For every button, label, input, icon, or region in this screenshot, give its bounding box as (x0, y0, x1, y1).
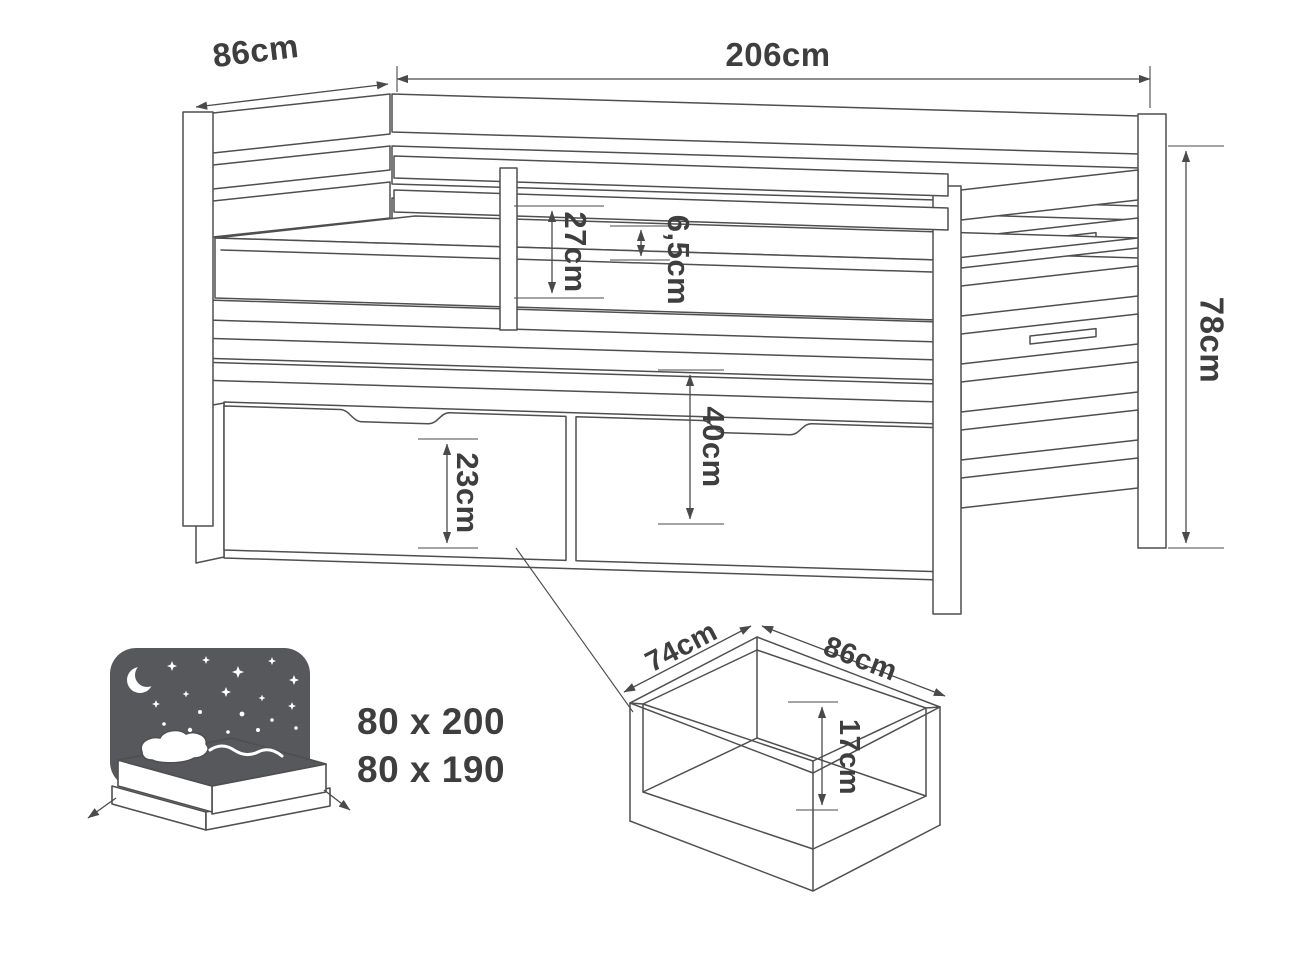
foot-panel-slats (960, 169, 1139, 509)
foot-slat (960, 457, 1139, 509)
mattress-size-icon: 80 x 200 80 x 190 (87, 648, 505, 831)
dimension-trundle-height: 40cm (658, 369, 731, 525)
dim-bed-depth-label: 86cm (210, 27, 300, 74)
dim-slat-label: 6,5cm (661, 215, 696, 305)
foot-slat (960, 409, 1139, 461)
foot-slat (960, 361, 1139, 413)
guard-rail-board (393, 155, 949, 197)
pull-out-arrow-icon (87, 797, 117, 819)
foot-slat (960, 265, 1139, 317)
back-board-top (391, 93, 1141, 155)
mattress-size-1-label: 80 x 200 (357, 701, 505, 742)
arrow-line (195, 81, 389, 110)
dimension-slat: 6,5cm (610, 215, 696, 305)
pillow-icon (140, 729, 209, 764)
foot-back-post (1137, 113, 1167, 549)
drawer-detail-leader-line (515, 547, 634, 713)
foot-front-post (932, 185, 962, 615)
guard-rail-post (499, 167, 518, 331)
dimension-guard-rail: 27cm (514, 205, 604, 299)
mattress-edge-line (220, 249, 933, 273)
dim-drawer-height-label: 17cm (833, 719, 865, 795)
stars-icon (152, 656, 299, 734)
foot-slot-cutout (1029, 327, 1097, 345)
head-front-post (182, 111, 214, 527)
dimension-bed-height: 78cm (1168, 145, 1230, 549)
arm-top-board (184, 93, 391, 157)
drawer-inner-floor (642, 737, 927, 850)
dim-drawer-front-label: 23cm (450, 452, 485, 533)
dimension-bed-length: 206cm (396, 36, 1151, 108)
rim-thickness (925, 706, 941, 709)
drawer-front-left (223, 405, 567, 562)
dimension-bed-depth: 86cm (195, 27, 389, 110)
drawer-front-right (575, 415, 941, 573)
dim-bed-height-label: 78cm (1193, 297, 1230, 383)
dim-trundle-label: 40cm (696, 406, 731, 487)
crescent-moon-icon (127, 663, 159, 693)
pull-out-arrow-icon (323, 789, 351, 811)
trundle-frame (196, 337, 942, 403)
arrow-line (761, 625, 946, 697)
drawer-detail-drawing: 74cm 86cm 17cm (623, 615, 946, 892)
dimension-drawer-height: 17cm (788, 701, 865, 811)
foot-slat (960, 313, 1139, 365)
drawer-bottom-edges (629, 820, 941, 892)
bed-icon (87, 729, 351, 831)
dim-bed-length-label: 206cm (725, 36, 830, 73)
front-guard-rail (393, 155, 949, 331)
rim-thickness (629, 702, 644, 705)
dim-guard-rail-label: 27cm (558, 211, 593, 292)
dimension-drawer-front: 23cm (418, 438, 485, 549)
bed-drawing (182, 93, 1167, 615)
guard-rail-board (393, 189, 949, 231)
drawer-unit (195, 401, 941, 581)
arrow-line (623, 625, 752, 693)
mattress-size-2-label: 80 x 190 (357, 749, 505, 790)
blanket-wave-line (208, 744, 284, 758)
